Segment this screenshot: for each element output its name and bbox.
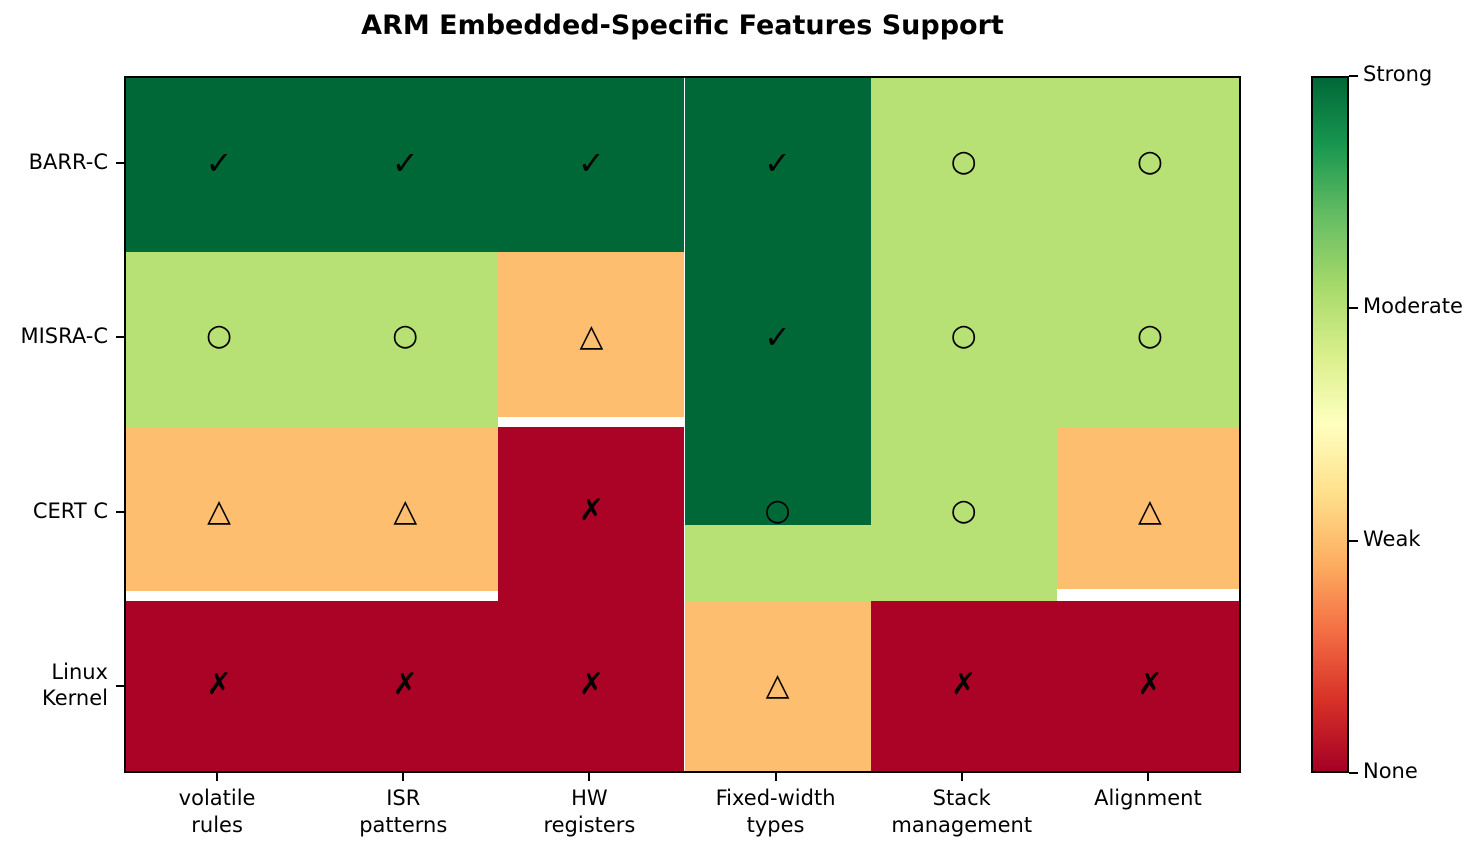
heatmap-cell	[312, 426, 499, 591]
x-axis-tick	[216, 773, 219, 781]
page-title: ARM Embedded-Specific Features Support	[361, 10, 1004, 41]
colorbar-tick-label: Moderate	[1363, 294, 1463, 319]
x-axis-label: ISR patterns	[359, 786, 448, 838]
heatmap-cell	[870, 600, 1057, 771]
heatmap-cell	[312, 78, 499, 253]
x-axis-tick	[774, 773, 777, 781]
colorbar	[1311, 76, 1349, 773]
heatmap-cell	[498, 252, 685, 417]
y-axis-tick	[116, 162, 124, 165]
x-axis-label: HW registers	[543, 786, 636, 838]
colorbar-gradient	[1313, 78, 1347, 771]
heatmap-cell	[1056, 426, 1239, 589]
heatmap-cell	[1056, 78, 1239, 253]
colorbar-tick-label: Strong	[1363, 62, 1433, 86]
colorbar-tick	[1349, 539, 1358, 542]
heatmap-cell	[498, 78, 685, 253]
y-axis-tick	[116, 336, 124, 339]
x-axis-tick	[588, 773, 591, 781]
x-axis-label: Stack management	[891, 786, 1033, 838]
heatmap-cell	[312, 600, 499, 771]
x-axis-tick	[960, 773, 963, 781]
heatmap-cell	[498, 600, 685, 771]
y-axis-tick	[116, 510, 124, 513]
x-axis-label: Fixed-width types	[715, 786, 836, 838]
heatmap-cell	[684, 78, 871, 351]
heatmap-cell	[126, 252, 313, 427]
y-axis-label: Linux Kernel	[42, 659, 108, 711]
x-axis-label: volatile rules	[178, 786, 256, 838]
heatmap-cell	[498, 426, 685, 601]
heatmap-cell	[1056, 252, 1239, 427]
colorbar-tick	[1349, 75, 1358, 77]
x-axis-tick	[1146, 773, 1149, 781]
heatmap-cell	[870, 78, 1057, 253]
heatmap-cell	[126, 78, 313, 253]
colorbar-tick-label: None	[1363, 759, 1418, 783]
heatmap-cell	[126, 600, 313, 771]
heatmap-cell	[1056, 600, 1239, 771]
colorbar-tick	[1349, 772, 1358, 774]
colorbar-tick	[1349, 307, 1358, 310]
colorbar-tick-label: Weak	[1363, 526, 1421, 551]
heatmap-cell	[126, 426, 313, 591]
y-axis-tick	[116, 684, 124, 687]
heatmap-cell	[684, 600, 871, 771]
heatmap-cell	[870, 252, 1057, 427]
heatmap-cell	[870, 426, 1057, 601]
heatmap-plot-area: ✓✓✓✓○○○○△✓○○△△✗○○△✗✗✗△✗✗	[124, 76, 1241, 773]
y-axis-label: BARR-C	[28, 150, 108, 175]
heatmap-cells: ✓✓✓✓○○○○△✓○○△△✗○○△✗✗✗△✗✗	[126, 78, 1239, 771]
y-axis-label: MISRA-C	[20, 324, 108, 349]
x-axis-label: Alignment	[1094, 786, 1202, 810]
heatmap-cell	[312, 252, 499, 427]
x-axis-tick	[402, 773, 405, 781]
y-axis-label: CERT C	[32, 498, 108, 523]
